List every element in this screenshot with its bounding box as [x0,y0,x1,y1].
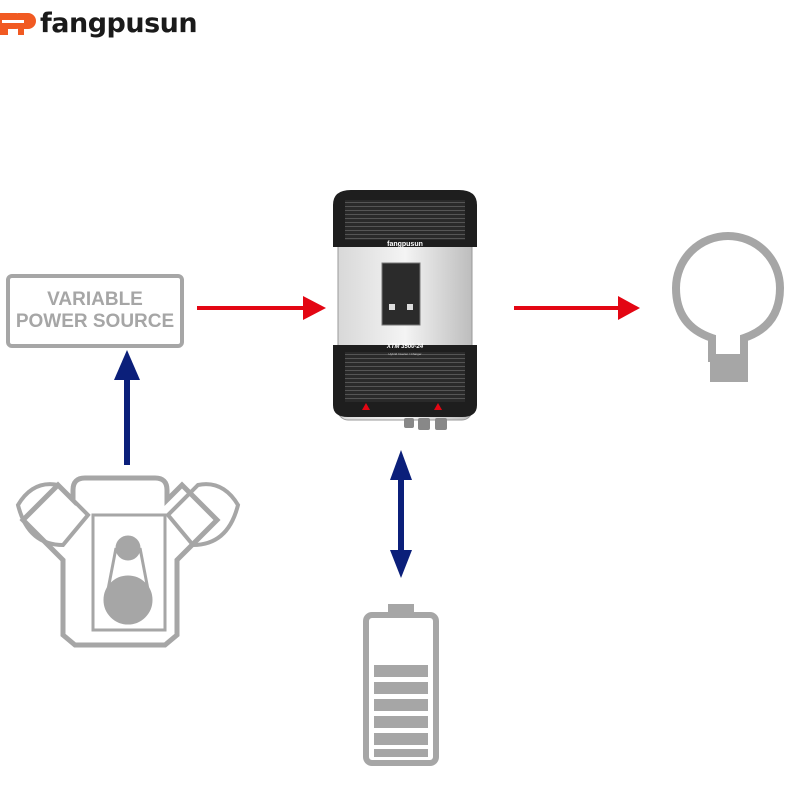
light-bulb-icon [671,232,785,382]
power-arrow-out [514,296,640,320]
inverter-brand-label: fangpusun [387,241,423,248]
inverter-subtitle: Hybrid Inverter / Charger [388,352,421,356]
power-arrow-in [197,296,326,320]
brand-name: fangpusun [40,8,198,39]
brand-logo: fangpusun [0,8,198,39]
logo-mark-icon [0,12,36,35]
inverter-device: fangpusun XTM 3500-24 Hybrid Inverter / … [333,190,477,430]
generator-arrow [114,350,140,465]
battery-bidirectional-arrow [390,450,412,578]
source-label-line1: VARIABLE [47,289,143,310]
battery-icon [363,604,439,766]
inverter-model-label: XTM 3500-24 [386,344,424,350]
source-label-line2: POWER SOURCE [15,311,175,332]
variable-power-source-box: VARIABLE POWER SOURCE [6,274,184,348]
engine-icon [15,475,241,648]
